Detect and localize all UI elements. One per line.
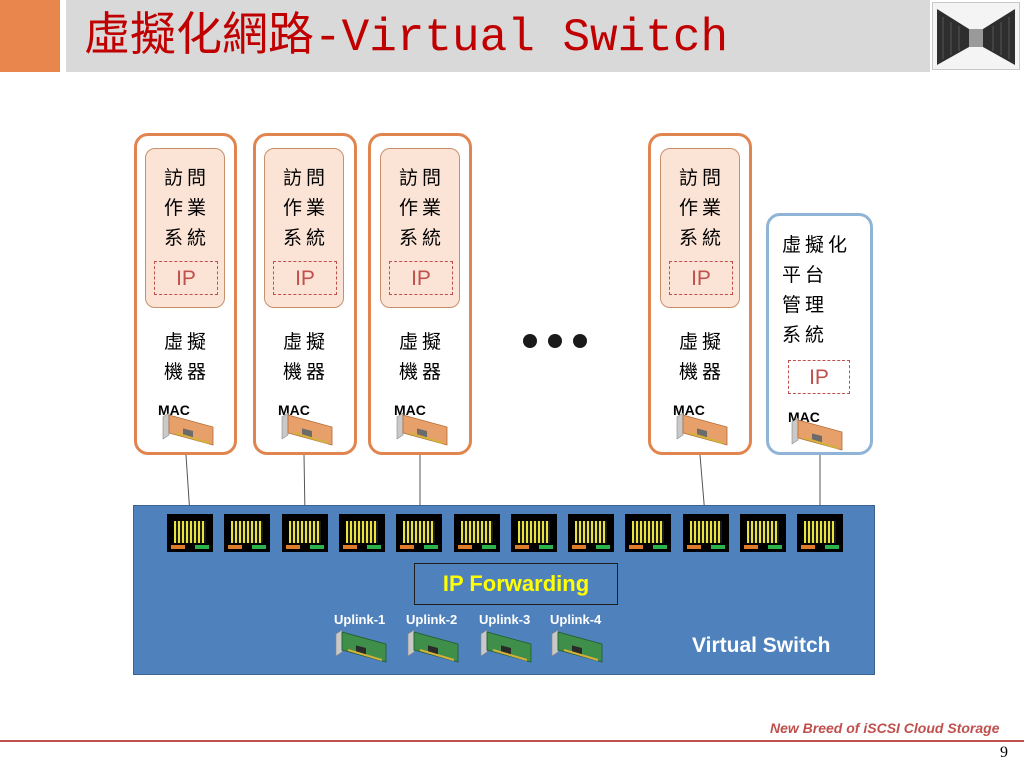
management-label: 虛擬化 平台 管理 系統 [782, 234, 852, 346]
vm-label-1: 虛擬 機器 [163, 331, 210, 383]
switch-port-1 [167, 514, 213, 552]
ip-forwarding-box [414, 563, 618, 605]
guest-os-label-1: 訪問 作業 系統 [163, 167, 210, 249]
switch-port-9 [625, 514, 671, 552]
slide-title: 虛擬化網路-Virtual Switch [84, 12, 729, 64]
vm-label-4: 虛擬 機器 [678, 331, 725, 383]
guest-ip-box-2: IP [273, 261, 337, 295]
uplink-label-2: Uplink-2 [406, 612, 458, 627]
guest-ip-box-1: IP [154, 261, 218, 295]
uplink-label-4: Uplink-4 [550, 612, 602, 627]
switch-port-4 [339, 514, 385, 552]
management-ip-box: IP [788, 360, 850, 394]
header-bar [66, 0, 930, 72]
page-number: 9 [1000, 744, 1008, 761]
switch-port-3 [282, 514, 328, 552]
switch-port-10 [683, 514, 729, 552]
vm-label-3: 虛擬 機器 [398, 331, 445, 383]
switch-port-12 [797, 514, 843, 552]
guest-os-label-2: 訪問 作業 系統 [282, 167, 329, 249]
switch-port-6 [454, 514, 500, 552]
guest-os-box-2 [264, 148, 344, 308]
guest-ip-box-4: IP [669, 261, 733, 295]
uplink-nic-icon-1 [335, 629, 387, 663]
guest-os-box-4 [660, 148, 740, 308]
uplink-nic-icon-4 [551, 629, 603, 663]
switch-port-11 [740, 514, 786, 552]
guest-os-label-3: 訪問 作業 系統 [398, 167, 445, 249]
guest-ip-box-3: IP [389, 261, 453, 295]
datacenter-logo-icon [932, 2, 1020, 70]
guest-os-label-4: 訪問 作業 系統 [678, 167, 725, 249]
ip-forwarding-label: IP Forwarding [442, 571, 590, 596]
uplink-label-1: Uplink-1 [334, 612, 386, 627]
mac-label-1: MAC [158, 402, 190, 418]
guest-os-box-1 [145, 148, 225, 308]
virtual-switch-label: Virtual Switch [692, 634, 831, 657]
switch-port-8 [568, 514, 614, 552]
guest-os-box-3 [380, 148, 460, 308]
footer-divider [0, 740, 1024, 742]
uplink-label-3: Uplink-3 [479, 612, 531, 627]
management-system [766, 213, 873, 455]
switch-port-2 [224, 514, 270, 552]
switch-port-5 [396, 514, 442, 552]
switch-port-7 [511, 514, 557, 552]
vm-label-2: 虛擬 機器 [282, 331, 329, 383]
uplink-nic-icon-2 [407, 629, 459, 663]
header-accent-bar [0, 0, 60, 72]
uplink-nic-icon-3 [480, 629, 532, 663]
footer-tagline: New Breed of iSCSI Cloud Storage [770, 720, 1000, 736]
